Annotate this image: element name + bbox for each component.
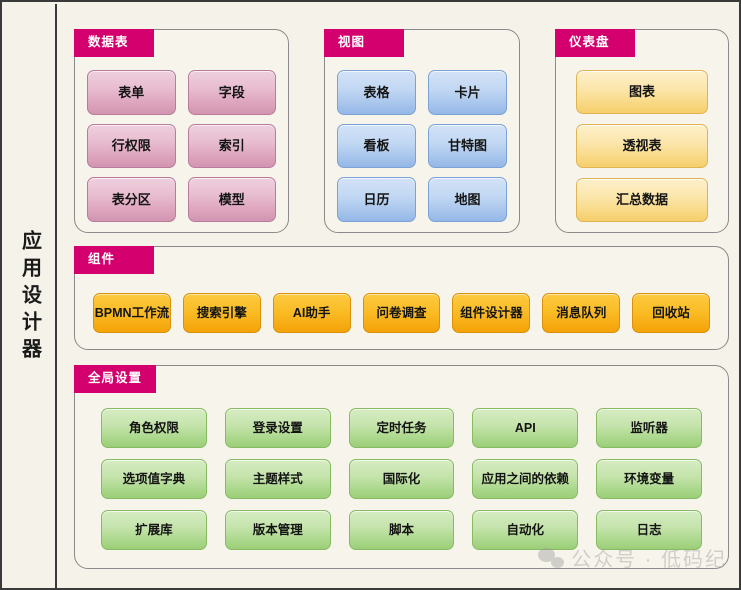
panel-datatable-body: 表单 字段 行权限 索引 表分区 模型 — [75, 62, 288, 232]
chip-component-ai[interactable]: AI助手 — [272, 293, 351, 333]
panel-datatable-tag: 数据表 — [74, 29, 154, 57]
chip-global-i18n[interactable]: 国际化 — [348, 459, 455, 499]
chip-component-mq[interactable]: 消息队列 — [542, 293, 621, 333]
chip-global-optiondict[interactable]: 选项值字典 — [101, 459, 207, 499]
chip-global-listener[interactable]: 监听器 — [596, 408, 702, 448]
panel-dashboard-tag: 仪表盘 — [555, 29, 635, 57]
chip-view-table[interactable]: 表格 — [337, 70, 416, 115]
chip-component-designer[interactable]: 组件设计器 — [452, 293, 531, 333]
chip-global-loginconfig[interactable]: 登录设置 — [224, 408, 331, 448]
chip-dashboard-summary[interactable]: 汇总数据 — [576, 178, 708, 222]
chip-view-gantt[interactable]: 甘特图 — [428, 123, 507, 169]
chip-view-card[interactable]: 卡片 — [428, 70, 507, 115]
chip-global-script[interactable]: 脚本 — [348, 510, 455, 550]
chip-datatable-model[interactable]: 模型 — [187, 177, 276, 222]
chip-global-scheduledjob[interactable]: 定时任务 — [348, 408, 455, 448]
chip-datatable-form[interactable]: 表单 — [87, 70, 176, 115]
chip-component-search[interactable]: 搜索引擎 — [182, 293, 261, 333]
panel-global-body: 角色权限 登录设置 定时任务 API 监听器 选项值字典 主题样式 国际化 应用… — [75, 398, 728, 568]
chip-global-extlib[interactable]: 扩展库 — [101, 510, 207, 550]
panel-dashboard-body: 图表 透视表 汇总数据 — [556, 62, 728, 232]
chip-datatable-partition[interactable]: 表分区 — [87, 177, 176, 222]
chip-global-roleperm[interactable]: 角色权限 — [101, 408, 207, 448]
panel-view-tag: 视图 — [324, 29, 404, 57]
panel-view-body: 表格 卡片 看板 甘特图 日历 地图 — [325, 62, 519, 232]
panel-component: 组件 BPMN工作流 搜索引擎 AI助手 问卷调查 组件设计器 消息队列 回收站 — [74, 246, 729, 350]
chip-datatable-index[interactable]: 索引 — [187, 123, 276, 169]
chip-global-theme[interactable]: 主题样式 — [224, 459, 331, 499]
chip-view-map[interactable]: 地图 — [428, 177, 507, 222]
chip-global-appdeps[interactable]: 应用之间的依赖 — [472, 459, 579, 499]
chip-component-bpmn[interactable]: BPMN工作流 — [93, 293, 171, 333]
panel-datatable: 数据表 表单 字段 行权限 索引 表分区 模型 — [74, 29, 289, 233]
panel-dashboard: 仪表盘 图表 透视表 汇总数据 — [555, 29, 729, 233]
chip-dashboard-pivot[interactable]: 透视表 — [576, 124, 708, 168]
chip-global-versioning[interactable]: 版本管理 — [224, 510, 331, 550]
chip-global-envvars[interactable]: 环境变量 — [596, 459, 702, 499]
chip-component-recyclebin[interactable]: 回收站 — [632, 293, 710, 333]
chip-global-log[interactable]: 日志 — [596, 510, 702, 550]
chip-global-automation[interactable]: 自动化 — [472, 510, 579, 550]
panel-component-body: BPMN工作流 搜索引擎 AI助手 问卷调查 组件设计器 消息队列 回收站 — [75, 279, 728, 349]
chip-datatable-field[interactable]: 字段 — [187, 70, 276, 115]
chip-global-api[interactable]: API — [472, 408, 579, 448]
panel-global-tag: 全局设置 — [74, 365, 157, 393]
panel-view: 视图 表格 卡片 看板 甘特图 日历 地图 — [324, 29, 520, 233]
sidebar: 应用设计器 — [4, 4, 57, 588]
sidebar-title: 应用设计器 — [18, 229, 41, 365]
chip-view-calendar[interactable]: 日历 — [337, 177, 416, 222]
panel-component-tag: 组件 — [74, 246, 154, 274]
chip-component-survey[interactable]: 问卷调查 — [362, 293, 441, 333]
chip-datatable-rowperm[interactable]: 行权限 — [87, 123, 176, 169]
chip-view-kanban[interactable]: 看板 — [337, 123, 416, 169]
chip-dashboard-chart[interactable]: 图表 — [576, 70, 708, 114]
panel-global: 全局设置 角色权限 登录设置 定时任务 API 监听器 选项值字典 主题样式 国… — [74, 365, 729, 569]
